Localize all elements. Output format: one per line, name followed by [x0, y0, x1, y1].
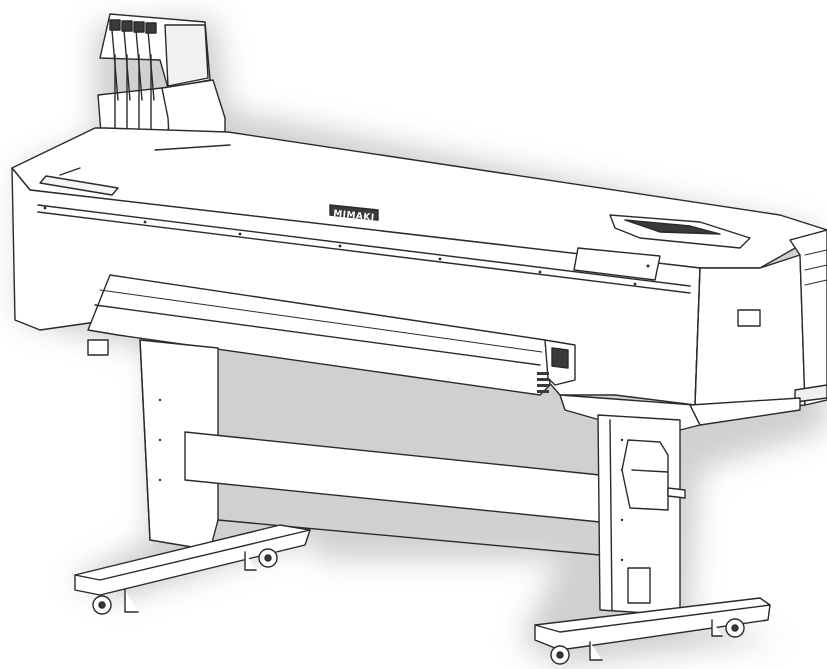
operation-panel	[573, 247, 661, 281]
right-extension	[789, 229, 827, 406]
vent-grille	[537, 372, 549, 393]
waste-ink-tank	[621, 439, 669, 511]
left-foot	[74, 524, 311, 596]
right-foot	[534, 597, 771, 651]
brand-logo: MIMAKI	[329, 204, 379, 223]
right-casters	[550, 618, 745, 665]
brand-logo-text: MIMAKI	[333, 209, 375, 223]
front-rivets	[43, 206, 637, 286]
right-end-housing	[694, 254, 806, 411]
left-casters	[92, 548, 278, 615]
